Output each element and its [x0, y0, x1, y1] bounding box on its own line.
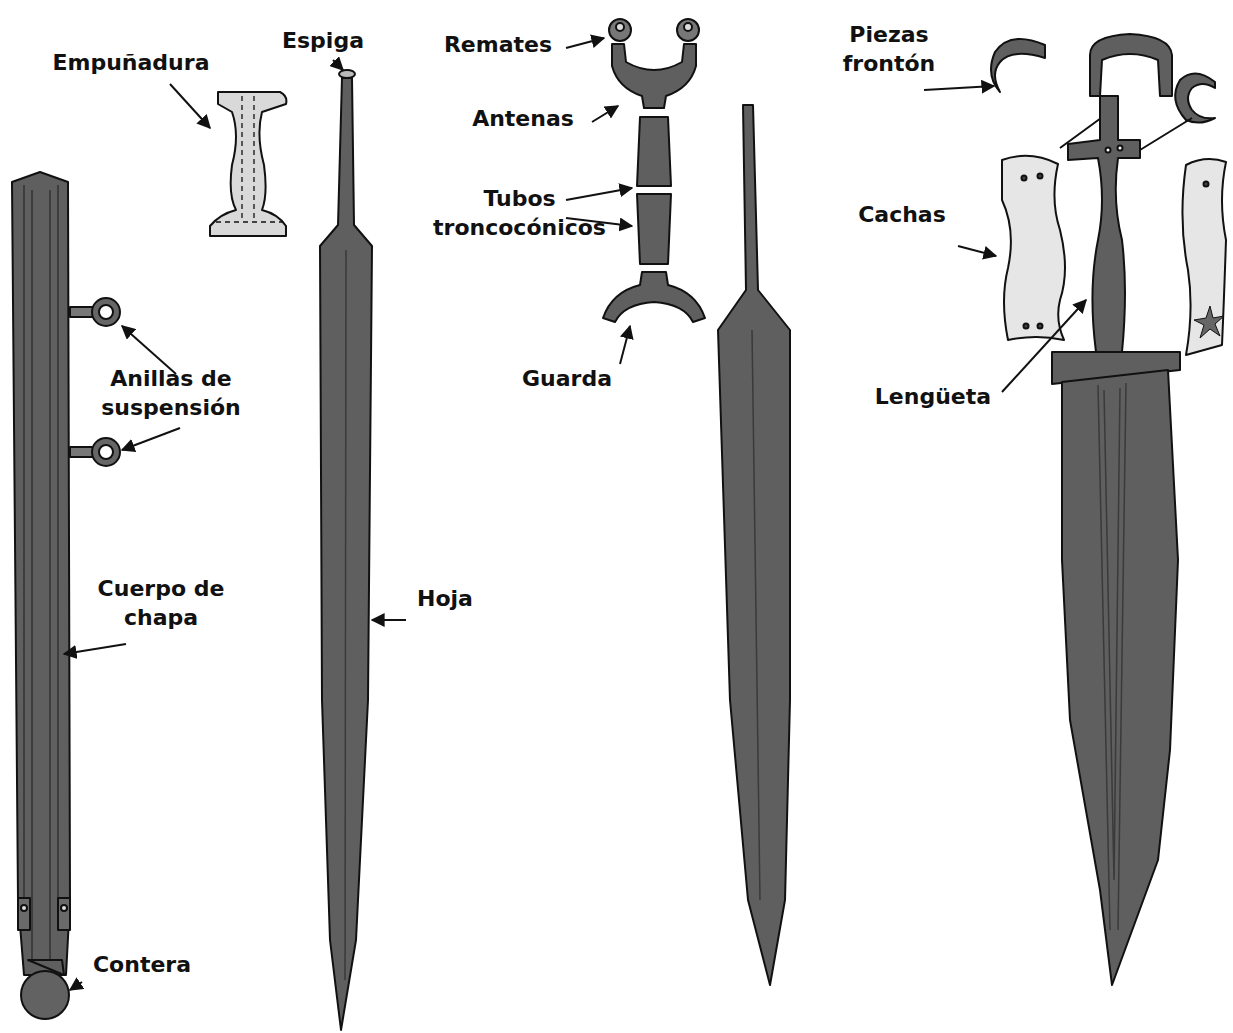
part-label: Hoja	[406, 584, 484, 613]
blade-fuller	[1098, 383, 1126, 930]
scabbard-rivet	[61, 905, 67, 911]
part-label: Contera	[80, 950, 204, 979]
tang-knob	[339, 70, 355, 78]
suspension-ring	[99, 305, 113, 319]
sword-blade	[320, 78, 372, 1030]
tube-piece	[637, 194, 671, 264]
pommel-knob	[616, 23, 624, 31]
ring-stub	[70, 307, 94, 317]
leader-line	[592, 106, 618, 122]
leader-line	[372, 619, 406, 621]
sword-blade	[1062, 370, 1178, 985]
part-label: Remates	[430, 30, 566, 59]
scabbard-rivet	[21, 905, 27, 911]
grip-scale	[1182, 159, 1226, 355]
grip-piece	[210, 92, 286, 236]
pommel-piece	[1090, 34, 1172, 96]
rivet-hole	[1038, 174, 1043, 179]
leader-line	[566, 188, 632, 200]
scabbard-chape	[21, 971, 69, 1019]
part-label: Piezas frontón	[826, 20, 952, 78]
suspension-ring	[92, 298, 120, 326]
leader-line	[566, 38, 604, 48]
leader-line	[64, 644, 126, 654]
leader-line	[958, 246, 996, 256]
leader-line	[170, 84, 210, 128]
grip-scale	[1002, 156, 1065, 340]
part-label: Lengüeta	[860, 382, 1006, 411]
part-label: Empuñadura	[36, 48, 226, 77]
suspension-ring	[92, 438, 120, 466]
hilt-tang	[1068, 96, 1140, 352]
sword-blade	[718, 105, 790, 985]
rivet-hole	[1204, 182, 1209, 187]
part-label: Espiga	[268, 26, 378, 55]
leader-line	[70, 982, 82, 990]
leader-line	[333, 60, 343, 70]
pommel-knob	[609, 19, 631, 41]
pommel-knob	[677, 19, 699, 41]
grip-core	[216, 96, 282, 222]
rivet-hole	[1118, 146, 1123, 151]
scabbard-body	[12, 172, 70, 975]
rivet-hole	[1106, 148, 1111, 153]
leader-line	[620, 326, 630, 364]
antenna-piece	[612, 44, 696, 108]
rivet-hole	[1038, 324, 1043, 329]
pommel-knob	[684, 23, 692, 31]
part-label: Cachas	[846, 200, 958, 229]
leader-lines	[64, 38, 1086, 990]
blade-midrib	[752, 330, 760, 900]
guard-piece	[603, 272, 705, 322]
tube-piece	[637, 117, 671, 186]
part-label: Anillas de suspensión	[88, 364, 254, 422]
leader-line	[122, 428, 180, 450]
rivet-hole	[1024, 324, 1029, 329]
part-label: Antenas	[458, 104, 588, 133]
part-label: Cuerpo de chapa	[96, 574, 226, 632]
part-label: Tubos troncocónicos	[412, 184, 627, 242]
rivet-hole	[1022, 176, 1027, 181]
scabbard-groove	[24, 185, 58, 960]
pommel-piece	[991, 39, 1045, 92]
pommel-piece	[1175, 73, 1215, 122]
leader-line	[1002, 300, 1086, 392]
suspension-ring	[99, 445, 113, 459]
scabbard-mount	[18, 898, 70, 930]
blade-midrib	[345, 250, 346, 980]
part-label: Guarda	[508, 364, 626, 393]
leader-line	[924, 86, 994, 90]
scale-decoration	[1194, 306, 1224, 338]
ring-stub	[70, 447, 94, 457]
